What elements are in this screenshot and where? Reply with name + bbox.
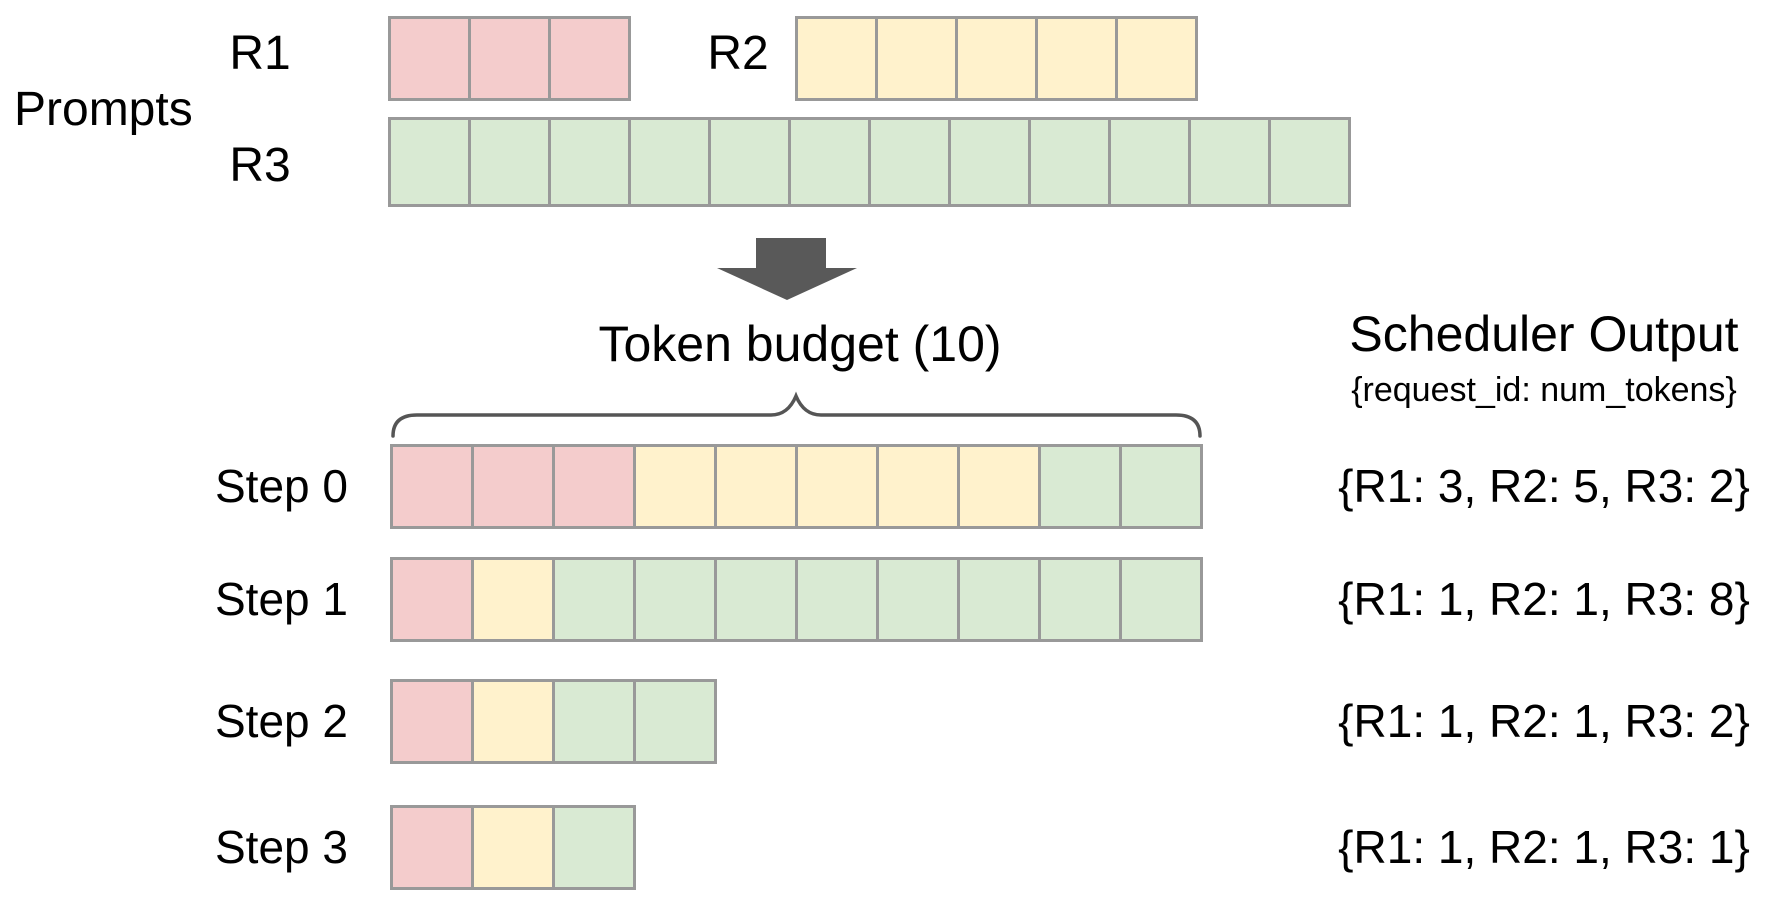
token-cell-r1: [471, 444, 555, 529]
token-cell-r3: [1188, 117, 1271, 207]
token-cell-r2: [955, 16, 1038, 101]
prompts-section-label: Prompts: [14, 83, 193, 136]
token-cell-r2: [876, 444, 960, 529]
token-cell-r1: [388, 16, 471, 101]
step-3-label: Step 3: [215, 821, 348, 873]
token-cell-r3: [868, 117, 951, 207]
prompt-row-label-r1: R1: [229, 27, 291, 80]
token-cell-r3: [552, 805, 636, 890]
token-cell-r1: [390, 444, 474, 529]
token-cell-r3: [633, 679, 717, 764]
prompt-row-r3: [388, 117, 1351, 207]
token-cell-r1: [390, 805, 474, 890]
token-cell-r3: [388, 117, 471, 207]
step-2-row: [390, 679, 717, 764]
token-cell-r3: [1119, 444, 1203, 529]
token-cell-r1: [390, 679, 474, 764]
scheduler-output-step-3: {R1: 1, R2: 1, R3: 1}: [1338, 821, 1750, 873]
token-cell-r3: [714, 557, 798, 642]
brace-path: [391, 391, 1202, 438]
token-cell-r3: [788, 117, 871, 207]
token-cell-r2: [633, 444, 717, 529]
step-0-row: [390, 444, 1203, 529]
token-cell-r3: [1038, 444, 1122, 529]
token-cell-r3: [1268, 117, 1351, 207]
step-1-label: Step 1: [215, 573, 348, 625]
token-cell-r3: [957, 557, 1041, 642]
token-cell-r3: [468, 117, 551, 207]
down-arrow-shape: [717, 238, 857, 300]
token-cell-r3: [633, 557, 717, 642]
token-cell-r3: [552, 679, 636, 764]
token-cell-r1: [390, 557, 474, 642]
token-cell-r3: [1028, 117, 1111, 207]
token-budget-brace: [391, 391, 1202, 438]
token-cell-r1: [548, 16, 631, 101]
prompt-row-r2: [795, 16, 1198, 101]
step-2-label: Step 2: [215, 695, 348, 747]
token-cell-r2: [471, 805, 555, 890]
token-cell-r2: [471, 679, 555, 764]
prompt-row-label-r2: R2: [707, 27, 769, 80]
token-cell-r3: [548, 117, 631, 207]
token-cell-r3: [876, 557, 960, 642]
token-cell-r3: [708, 117, 791, 207]
token-cell-r3: [1108, 117, 1191, 207]
token-cell-r1: [468, 16, 551, 101]
step-3-row: [390, 805, 636, 890]
token-cell-r3: [795, 557, 879, 642]
token-budget-label: Token budget (10): [598, 316, 1002, 372]
token-cell-r2: [875, 16, 958, 101]
token-cell-r2: [1115, 16, 1198, 101]
token-cell-r2: [1035, 16, 1118, 101]
token-cell-r1: [552, 444, 636, 529]
token-cell-r3: [628, 117, 711, 207]
token-cell-r2: [714, 444, 798, 529]
token-cell-r3: [948, 117, 1031, 207]
step-1-row: [390, 557, 1203, 642]
token-cell-r2: [795, 16, 878, 101]
token-cell-r3: [1038, 557, 1122, 642]
token-cell-r2: [957, 444, 1041, 529]
prompt-row-label-r3: R3: [229, 139, 291, 192]
scheduler-output-title: Scheduler Output: [1349, 306, 1739, 362]
token-cell-r3: [552, 557, 636, 642]
token-cell-r2: [471, 557, 555, 642]
prompt-row-r1: [388, 16, 631, 101]
token-cell-r2: [795, 444, 879, 529]
scheduler-output-step-0: {R1: 3, R2: 5, R3: 2}: [1338, 460, 1750, 512]
down-arrow-icon: [717, 238, 857, 300]
step-0-label: Step 0: [215, 460, 348, 512]
scheduler-output-step-1: {R1: 1, R2: 1, R3: 8}: [1338, 573, 1750, 625]
token-cell-r3: [1119, 557, 1203, 642]
scheduler-output-step-2: {R1: 1, R2: 1, R3: 2}: [1338, 695, 1750, 747]
scheduler-output-subtitle: {request_id: num_tokens}: [1351, 371, 1737, 409]
